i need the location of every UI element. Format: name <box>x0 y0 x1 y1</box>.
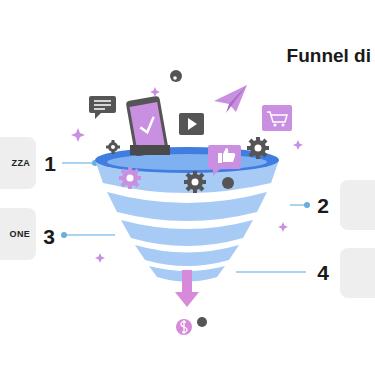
side-panel <box>340 180 375 230</box>
marketing-icons <box>71 70 303 263</box>
diagram-title: Funnel di <box>287 46 371 65</box>
funnel <box>95 147 279 282</box>
callout-number: 2 <box>317 195 329 216</box>
stage-name: ZZA <box>12 158 30 168</box>
callout-number: 3 <box>43 226 55 247</box>
funnel-arrow <box>175 270 199 307</box>
coins <box>176 317 207 335</box>
stage-box: ONE <box>0 208 36 260</box>
stage-box: ZZA <box>0 137 36 189</box>
callout-number: 4 <box>317 262 329 283</box>
side-panel <box>340 248 375 298</box>
callout-number: 1 <box>44 153 56 174</box>
stage-name: ONE <box>10 229 30 239</box>
